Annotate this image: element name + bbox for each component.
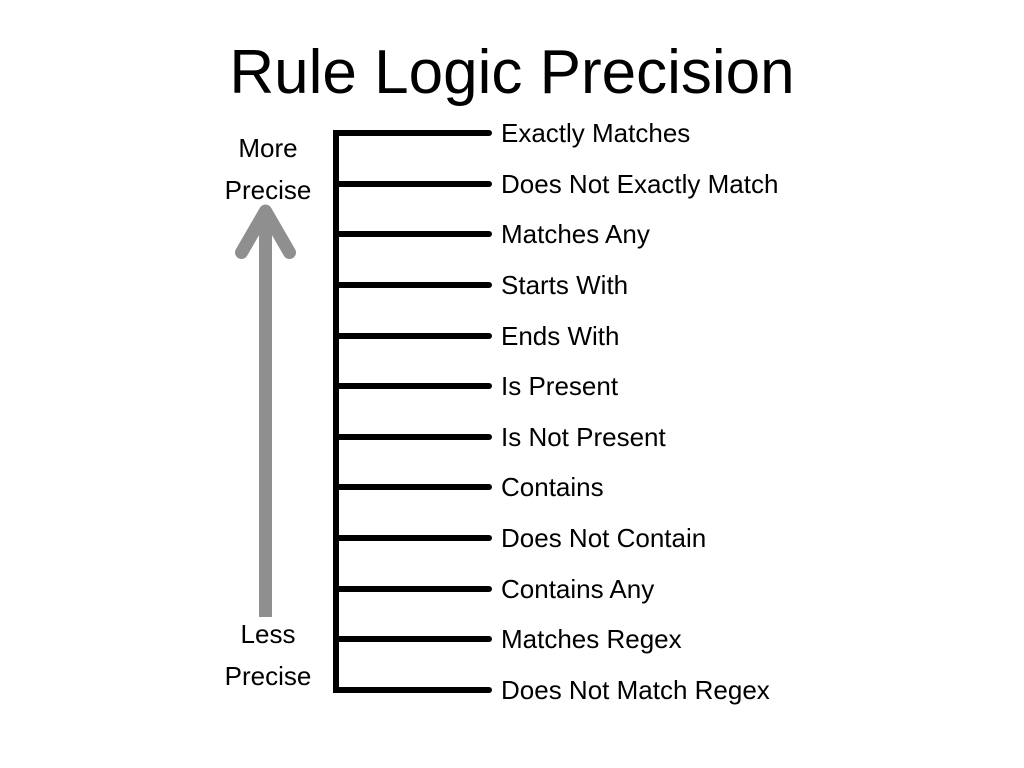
- rung-label: Exactly Matches: [501, 118, 691, 149]
- rung-label: Is Present: [501, 371, 619, 402]
- tick-line: [333, 231, 492, 238]
- rung-label: Is Not Present: [501, 421, 666, 452]
- ladder-spine: [333, 130, 339, 693]
- ladder-rung: Contains: [333, 462, 778, 513]
- page-title: Rule Logic Precision: [229, 38, 795, 107]
- more-precise-line1: More: [238, 133, 298, 163]
- less-precise-label: Less Precise: [198, 613, 338, 697]
- tick-line: [333, 535, 492, 542]
- ladder-rung: Does Not Exactly Match: [333, 159, 778, 210]
- tick-line: [333, 180, 492, 187]
- arrow-up-icon: [235, 204, 296, 617]
- more-precise-label: More Precise: [198, 127, 338, 211]
- rung-label: Ends With: [501, 320, 620, 351]
- rung-label: Contains: [501, 472, 604, 503]
- tick-line: [333, 484, 492, 491]
- tick-line: [333, 282, 492, 289]
- ladder-rung: Does Not Match Regex: [333, 665, 778, 716]
- ladder-rung: Does Not Contain: [333, 513, 778, 564]
- ladder-rung: Ends With: [333, 310, 778, 361]
- ladder-rung: Contains Any: [333, 563, 778, 614]
- less-precise-line2: Precise: [224, 661, 312, 691]
- rung-label: Matches Any: [501, 219, 650, 250]
- tick-line: [333, 433, 492, 440]
- ladder-rung: Is Not Present: [333, 412, 778, 463]
- rung-label: Starts With: [501, 270, 629, 301]
- less-precise-line1: Less: [240, 619, 296, 649]
- rung-label: Does Not Match Regex: [501, 674, 770, 705]
- ladder-rung: Exactly Matches: [333, 108, 778, 159]
- tick-line: [333, 585, 492, 592]
- rung-label: Does Not Exactly Match: [501, 168, 779, 199]
- tick-line: [333, 130, 492, 137]
- ladder-rung: Matches Any: [333, 209, 778, 260]
- tick-line: [333, 332, 492, 339]
- more-precise-line2: Precise: [224, 175, 312, 205]
- rung-label: Contains Any: [501, 573, 655, 604]
- ladder-rung: Starts With: [333, 260, 778, 311]
- tick-line: [333, 686, 492, 693]
- ladder-rung: Is Present: [333, 361, 778, 412]
- precision-ladder: Exactly Matches Does Not Exactly Match M…: [333, 108, 778, 715]
- tick-line: [333, 383, 492, 390]
- rung-label: Matches Regex: [501, 624, 682, 655]
- arrow-head: [235, 204, 296, 259]
- ladder-rung: Matches Regex: [333, 614, 778, 665]
- rung-label: Does Not Contain: [501, 523, 707, 554]
- tick-line: [333, 636, 492, 643]
